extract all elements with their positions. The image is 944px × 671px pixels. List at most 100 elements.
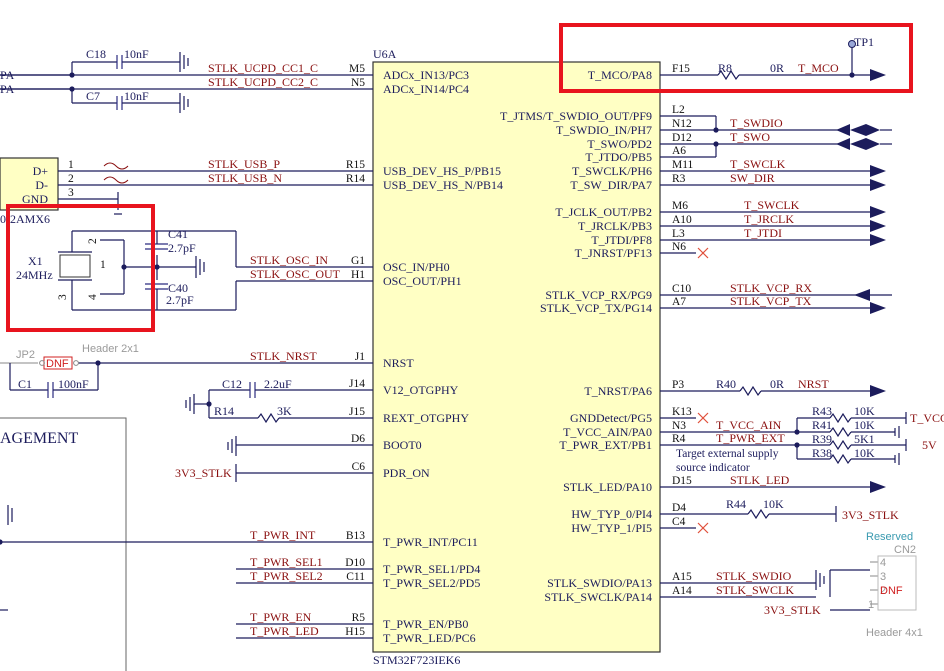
r43-value: 10K bbox=[854, 404, 875, 418]
net-label-right: STLK_VCP_TX bbox=[730, 294, 812, 308]
chip-pin-num-right: P3 bbox=[672, 379, 684, 391]
r40-ref: R40 bbox=[716, 377, 736, 391]
chip-pin-name-right: GNDDetect/PG5 bbox=[570, 411, 652, 425]
chip-left-pins: ADCx_IN13/PC3M5ADCx_IN14/PC4N5USB_DEV_HS… bbox=[0, 63, 503, 645]
cn2-ref: CN2 bbox=[894, 544, 916, 556]
r14-ref: R14 bbox=[214, 404, 234, 418]
tvcc-partial: T_VCC bbox=[910, 411, 944, 425]
cn2-dnf: DNF bbox=[880, 585, 903, 597]
pa-partial-1: PA bbox=[0, 68, 15, 82]
net-label-right: T_PWR_EXT bbox=[716, 431, 785, 445]
chip-pin-num-left: J1 bbox=[355, 351, 365, 363]
chip-pin-num-right: F15 bbox=[672, 63, 690, 75]
net-label-left: STLK_UCPD_CC2_C bbox=[208, 75, 318, 89]
chip-pin-num-right: C4 bbox=[672, 516, 686, 528]
cap-c18: C18 10nF bbox=[0, 47, 189, 78]
tp1-ref: TP1 bbox=[854, 35, 874, 49]
cn2-pin-4: 4 bbox=[880, 557, 886, 569]
5v-partial: 5V bbox=[922, 438, 937, 452]
chip-pin-name-right: T_JRCLK/PB3 bbox=[578, 219, 652, 233]
r41-value: 10K bbox=[854, 418, 875, 432]
cn2-reserved: Reserved bbox=[866, 531, 913, 543]
chip-pin-name-right: T_JTDO/PB5 bbox=[585, 150, 652, 164]
power-management-block: AGEMENT bbox=[0, 417, 373, 671]
usb-num-2: 2 bbox=[68, 173, 74, 185]
chip-ref: U6A bbox=[373, 47, 397, 61]
chip-pin-name-left: USB_DEV_HS_P/PB15 bbox=[383, 164, 501, 178]
net-label-right: STLK_SWDIO bbox=[716, 569, 792, 583]
net-label-left: T_PWR_SEL1 bbox=[250, 555, 323, 569]
jp2-header: Header 2x1 bbox=[82, 343, 139, 355]
pdr-on-3v3 bbox=[235, 464, 373, 482]
r38-value: 10K bbox=[854, 446, 875, 460]
r44-ref: R44 bbox=[726, 497, 746, 511]
x1-value: 24MHz bbox=[16, 268, 53, 282]
r43-ref: R43 bbox=[812, 404, 832, 418]
net-label-right: STLK_LED bbox=[730, 473, 790, 487]
tnrst-net: R40 0R bbox=[660, 377, 886, 397]
chip-pin-num-left: J15 bbox=[349, 406, 365, 418]
chip-pin-num-left: R14 bbox=[346, 173, 365, 185]
c1-ref: C1 bbox=[18, 377, 32, 391]
chip-pin-name-left: T_PWR_SEL1/PD4 bbox=[383, 562, 480, 576]
chip-pin-num-left: R5 bbox=[352, 612, 366, 624]
section-title: AGEMENT bbox=[0, 430, 78, 447]
chip-pin-name-left: T_PWR_INT/PC11 bbox=[383, 535, 478, 549]
chip-body bbox=[372, 61, 661, 653]
usb-num-1: 1 bbox=[68, 159, 74, 171]
usb-pin-dm: D- bbox=[35, 178, 48, 192]
net-label-left: STLK_USB_N bbox=[208, 171, 282, 185]
chip-pin-num-right: R3 bbox=[672, 173, 686, 185]
cn2-header: Header 4x1 bbox=[866, 627, 923, 639]
chip-pin-name-left: USB_DEV_HS_N/PB14 bbox=[383, 178, 503, 192]
chip-pin-num-right: N3 bbox=[672, 420, 686, 432]
r38-ref: R38 bbox=[812, 446, 832, 460]
c7-ref: C7 bbox=[86, 89, 100, 103]
r8-value: 0R bbox=[770, 61, 784, 75]
jumper-jp2: JP2 DNF Header 2x1 C1 100nF bbox=[0, 343, 373, 398]
r40-value: 0R bbox=[770, 377, 784, 391]
supply-indicator: R43 10K R41 10K R39 5K1 R38 10K T_VCC 5V… bbox=[660, 404, 944, 474]
c12-ref: C12 bbox=[222, 377, 242, 391]
boot0-gnd bbox=[227, 436, 373, 456]
chip-pin-num-right: C10 bbox=[672, 283, 691, 295]
jp2-ref: JP2 bbox=[16, 349, 35, 361]
chip-pin-name-left: T_PWR_SEL2/PD5 bbox=[383, 576, 480, 590]
net-label-left: STLK_UCPD_CC1_C bbox=[208, 61, 318, 75]
x1-ref: X1 bbox=[28, 254, 43, 268]
chip-pin-name-right: T_SWCLK/PH6 bbox=[572, 164, 652, 178]
chip-pin-name-right: T_VCC_AIN/PA0 bbox=[563, 425, 652, 439]
xtal-pin-3: 3 bbox=[57, 294, 69, 300]
chip-pin-num-right: A10 bbox=[672, 214, 692, 226]
chip-pin-name-left: ADCx_IN13/PC3 bbox=[383, 68, 469, 82]
net-label-left: T_PWR_SEL2 bbox=[250, 569, 323, 583]
chip-pin-num-right: A7 bbox=[672, 296, 686, 308]
net-label-right: T_MCO bbox=[798, 61, 839, 75]
usb-num-3: 3 bbox=[68, 187, 74, 199]
chip-pin-name-right: T_JTDI/PF8 bbox=[591, 233, 652, 247]
chip-pin-name-left: T_PWR_EN/PB0 bbox=[383, 617, 468, 631]
note-line2: source indicator bbox=[676, 462, 750, 474]
xtal-pin-4: 4 bbox=[87, 294, 99, 300]
net-label-right: T_JTDI bbox=[744, 226, 782, 240]
chip-pin-name-left: BOOT0 bbox=[383, 438, 422, 452]
chip-pin-num-right: M6 bbox=[672, 200, 688, 212]
c1-value: 100nF bbox=[58, 377, 89, 391]
net-3v3-right: 3V3_STLK bbox=[842, 508, 899, 522]
chip-pin-name-left: PDR_ON bbox=[383, 466, 430, 480]
c12-value: 2.2uF bbox=[264, 377, 292, 391]
note-line1: Target external supply bbox=[676, 448, 779, 460]
chip-pin-num-left: H15 bbox=[345, 626, 365, 638]
net-label-left: T_PWR_EN bbox=[250, 610, 312, 624]
chip-pin-name-right: T_SWO/PD2 bbox=[587, 137, 652, 151]
chip-part: STM32F723IEK6 bbox=[373, 653, 460, 667]
net-label-right: NRST bbox=[798, 377, 829, 391]
cn2-pin-2: 2 bbox=[880, 585, 886, 597]
net-3v3-cn2: 3V3_STLK bbox=[764, 603, 821, 617]
chip-pin-name-right: STLK_VCP_TX/PG14 bbox=[540, 301, 652, 315]
chip-pin-num-right: D4 bbox=[672, 502, 686, 514]
chip-pin-num-right: A6 bbox=[672, 145, 686, 157]
net-label-right: T_SWO bbox=[730, 130, 770, 144]
